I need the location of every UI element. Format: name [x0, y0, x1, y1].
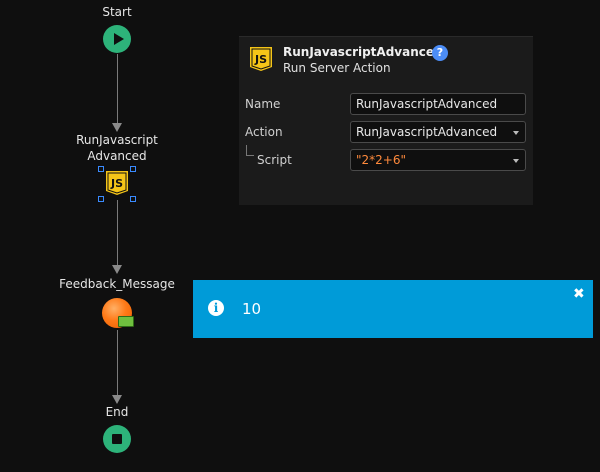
chevron-down-icon — [513, 159, 519, 163]
message-icon — [118, 316, 134, 327]
end-node[interactable] — [103, 425, 131, 453]
flow-connector — [117, 54, 118, 130]
selection-handle[interactable] — [98, 166, 104, 172]
action-node-label-line1: RunJavascript — [76, 133, 158, 147]
feedback-message-banner: i 10 ✖ — [193, 280, 593, 338]
feedback-message-text: 10 — [242, 300, 262, 318]
javascript-icon: JS — [106, 171, 128, 195]
tree-connector — [246, 145, 254, 156]
action-node-label-line2: Advanced — [87, 149, 147, 163]
action-dropdown[interactable]: RunJavascriptAdvanced — [350, 121, 526, 143]
flow-connector — [117, 200, 118, 268]
javascript-icon: JS — [250, 47, 272, 71]
selection-handle[interactable] — [130, 196, 136, 202]
name-field[interactable]: RunJavascriptAdvanced — [350, 93, 526, 115]
action-label: Action — [245, 125, 283, 139]
play-icon — [114, 33, 124, 45]
start-node[interactable] — [103, 25, 131, 53]
flow-arrow — [112, 123, 122, 132]
info-icon: i — [208, 300, 224, 316]
stop-icon — [112, 434, 122, 444]
chevron-down-icon — [513, 131, 519, 135]
js-icon-text: JS — [110, 177, 123, 190]
start-label: Start — [102, 5, 132, 19]
flow-arrow — [112, 395, 122, 404]
close-icon[interactable]: ✖ — [573, 286, 585, 302]
name-label: Name — [245, 97, 281, 111]
panel-title: RunJavascriptAdvanced — [283, 45, 443, 59]
feedback-node-label: Feedback_Message — [59, 277, 175, 291]
flow-arrow — [112, 265, 122, 274]
script-label: Script — [257, 153, 292, 167]
help-icon[interactable]: ? — [432, 45, 448, 61]
js-icon-text: JS — [254, 53, 267, 66]
script-dropdown[interactable]: "2*2+6" — [350, 149, 526, 171]
panel-header: JS RunJavascriptAdvanced Run Server Acti… — [239, 37, 533, 85]
end-label: End — [105, 405, 129, 419]
properties-panel: JS RunJavascriptAdvanced Run Server Acti… — [239, 36, 533, 205]
selection-handle[interactable] — [130, 166, 136, 172]
flow-connector — [117, 330, 118, 398]
action-dropdown-value: RunJavascriptAdvanced — [356, 125, 498, 139]
panel-subtitle: Run Server Action — [283, 61, 391, 75]
selection-handle[interactable] — [98, 196, 104, 202]
panel-javascript-icon: JS — [249, 46, 273, 72]
javascript-action-node[interactable]: JS — [105, 170, 129, 196]
script-dropdown-value: "2*2+6" — [356, 153, 406, 167]
